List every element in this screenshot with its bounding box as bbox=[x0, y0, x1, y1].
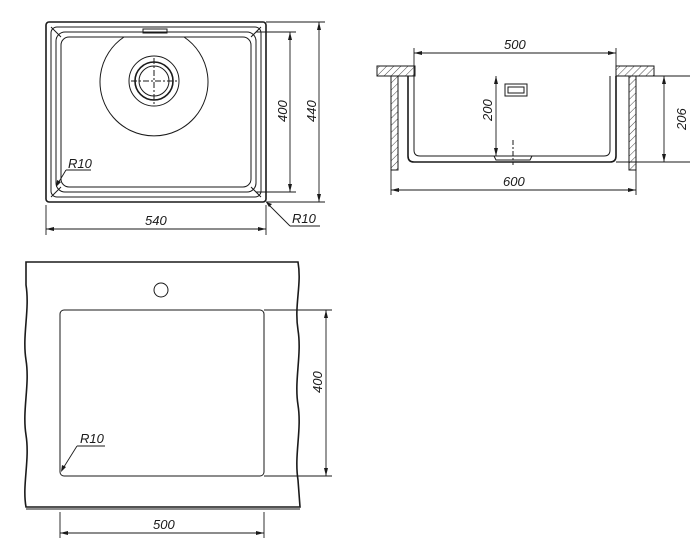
overflow-box bbox=[504, 83, 528, 97]
top-view-bowl bbox=[55, 31, 257, 193]
cutout-radius-label: R10 bbox=[80, 431, 105, 446]
sink-bowl-inner bbox=[413, 76, 611, 157]
cutout-width-label: 500 bbox=[153, 517, 175, 532]
overflow-slot bbox=[142, 28, 168, 34]
section-depth-label: 200 bbox=[480, 99, 495, 122]
section-cutout-width-label: 600 bbox=[503, 174, 525, 189]
top-view-outer-rim bbox=[45, 21, 267, 203]
countertop-left bbox=[376, 65, 416, 77]
top-view-outer-height-label: 440 bbox=[304, 100, 319, 122]
cutout-view: R10 400 500 bbox=[24, 261, 332, 538]
section-top-width-label: 500 bbox=[504, 37, 526, 52]
drain-bowl-recess bbox=[99, 36, 209, 137]
sink-bowl-outer bbox=[407, 76, 617, 163]
countertop-outline bbox=[24, 261, 301, 508]
cutout-height-label: 400 bbox=[310, 371, 325, 393]
top-view-rim-inner bbox=[50, 26, 262, 198]
cabinet-wall-left bbox=[390, 75, 399, 171]
cutout-opening bbox=[59, 309, 265, 477]
tap-hole bbox=[153, 282, 169, 298]
top-view-outer-radius-label: R10 bbox=[292, 211, 317, 226]
top-view-inner-radius-label: R10 bbox=[68, 156, 93, 171]
top-view: R10 R10 540 400 440 bbox=[45, 21, 325, 235]
top-view-width-label: 540 bbox=[145, 213, 167, 228]
section-total-height-label: 206 bbox=[674, 108, 689, 131]
drain-outer-ring bbox=[128, 55, 180, 107]
countertop-right bbox=[615, 65, 655, 77]
top-view-bowl-inner bbox=[60, 36, 252, 188]
cabinet-wall-right bbox=[628, 75, 637, 171]
section-view: 500 200 206 600 bbox=[376, 37, 690, 195]
top-view-inner-height-label: 400 bbox=[275, 100, 290, 122]
